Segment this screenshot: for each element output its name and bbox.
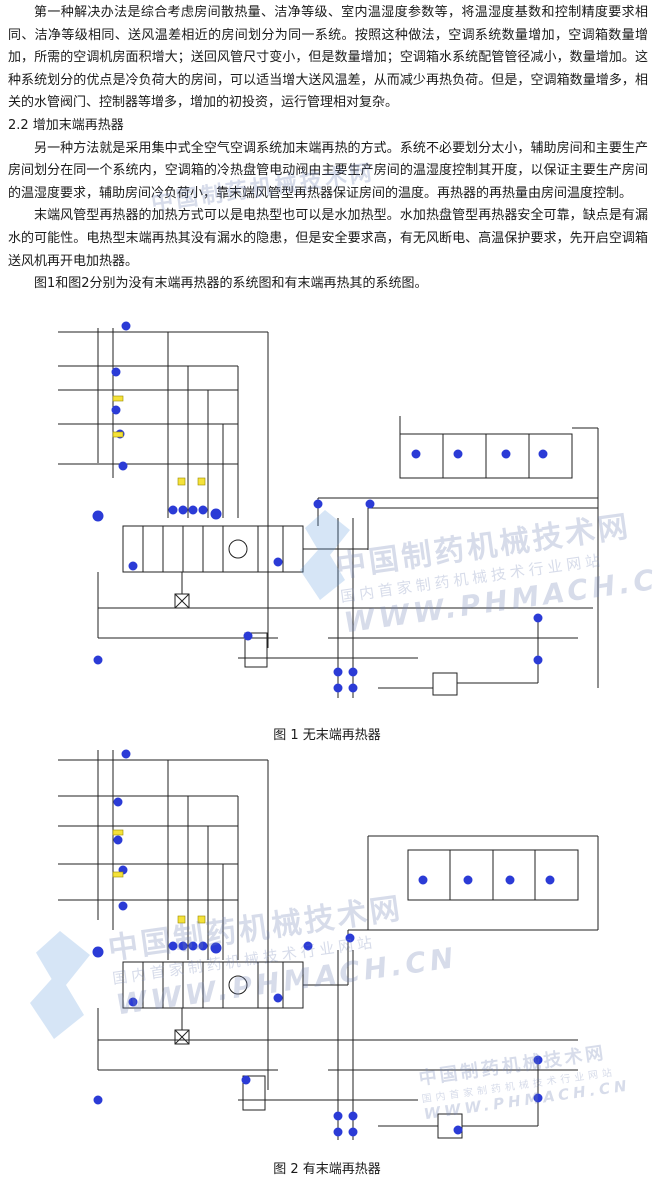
paragraph-2: 另一种方法就是采用集中式全空气空调系统加末端再热的方式。系统不必要划分太小，辅助…	[8, 140, 648, 201]
paragraph-4: 图1和图2分别为没有末端再热器的系统图和有末端再热其的系统图。	[34, 276, 428, 292]
figure-2-diagram	[38, 740, 628, 1150]
paragraph-1: 第一种解决办法是综合考虑房间散热量、洁净等级、室内温湿度参数等，将温湿度基数和控…	[8, 5, 648, 111]
figure-2-svg	[58, 749, 599, 1140]
figure-1-svg	[58, 321, 599, 698]
figure-1-diagram	[38, 318, 628, 710]
section-heading: 2.2 增加末端再热器	[8, 117, 124, 133]
paragraph-3: 末端风管型再热器的加热方式可以是电热型也可以是水加热型。水加热盘管型再热器安全可…	[8, 208, 648, 269]
article-text: 第一种解决办法是综合考虑房间散热量、洁净等级、室内温湿度参数等，将温湿度基数和控…	[8, 2, 648, 296]
figure-2-caption: 图 2 有末端再热器	[273, 1162, 381, 1177]
figure-1-caption: 图 1 无末端再热器	[273, 728, 381, 743]
